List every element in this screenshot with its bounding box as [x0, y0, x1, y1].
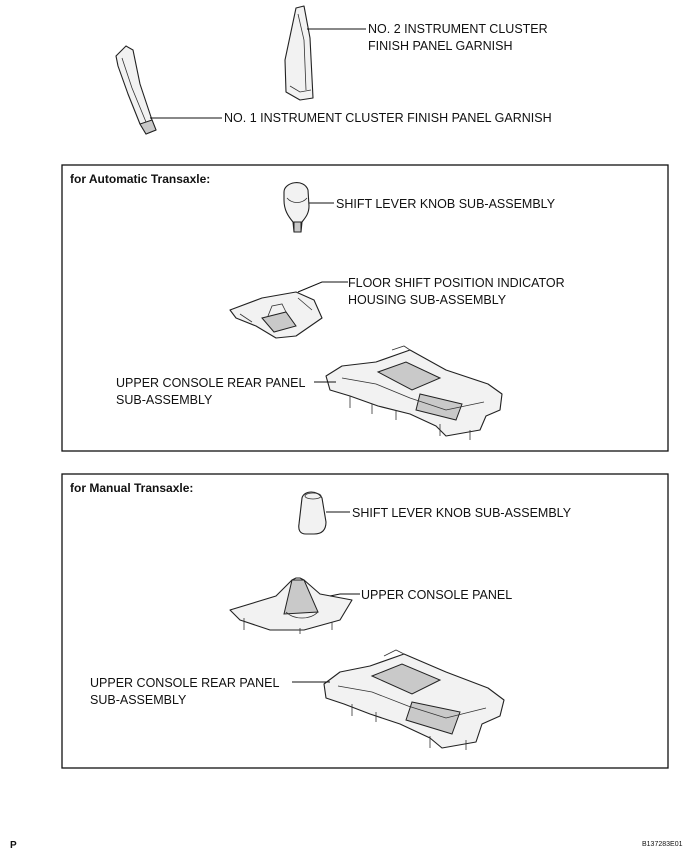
upper-console-panel-part — [229, 577, 353, 634]
no1-garnish-part — [115, 45, 157, 135]
figure-id: B137283E01 — [642, 841, 683, 848]
no1-garnish-label: NO. 1 INSTRUMENT CLUSTER FINISH PANEL GA… — [224, 111, 552, 125]
no2-garnish-label-line2: FINISH PANEL GARNISH — [368, 39, 512, 53]
manual-rear-panel-part — [323, 649, 505, 750]
auto-shift-knob-part — [283, 182, 310, 233]
page-code: P — [10, 840, 17, 851]
manual-rear-panel-label-line2: SUB-ASSEMBLY — [90, 693, 187, 707]
manual-section-header: for Manual Transaxle: — [70, 481, 193, 495]
manual-shift-knob-part — [298, 491, 327, 535]
manual-section-frame — [61, 473, 669, 769]
automatic-section-frame — [61, 164, 669, 452]
no2-garnish-label: NO. 2 INSTRUMENT CLUSTER — [368, 22, 548, 36]
auto-rear-panel-label: UPPER CONSOLE REAR PANEL — [116, 376, 305, 390]
upper-console-panel-label: UPPER CONSOLE PANEL — [361, 588, 512, 602]
auto-rear-panel-part — [325, 345, 503, 440]
auto-knob-label: SHIFT LEVER KNOB SUB-ASSEMBLY — [336, 197, 556, 211]
indicator-housing-part — [229, 291, 323, 339]
automatic-section-header: for Automatic Transaxle: — [70, 172, 210, 186]
upper-console-panel-leader — [329, 593, 360, 597]
indicator-label: FLOOR SHIFT POSITION INDICATOR — [348, 276, 565, 290]
manual-knob-label: SHIFT LEVER KNOB SUB-ASSEMBLY — [352, 506, 572, 520]
auto-rear-panel-label-line2: SUB-ASSEMBLY — [116, 393, 213, 407]
indicator-label-line2: HOUSING SUB-ASSEMBLY — [348, 293, 507, 307]
indicator-leader — [297, 281, 348, 293]
no2-garnish-part — [284, 5, 314, 101]
manual-rear-panel-label: UPPER CONSOLE REAR PANEL — [90, 676, 279, 690]
